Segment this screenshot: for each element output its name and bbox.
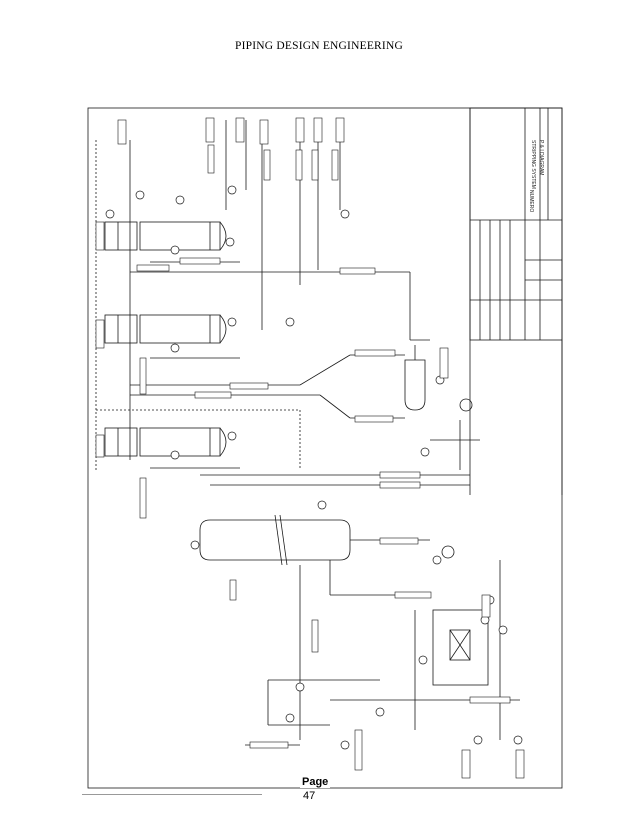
reboiler-box [432,609,489,686]
pump-2 [441,545,455,559]
page-label: Page [300,776,331,788]
page-header-title: PIPING DESIGN ENGINEERING [235,40,403,52]
exchanger-3 [104,427,227,457]
reflux-drum [404,345,426,411]
exchanger-1 [104,221,227,251]
stripper-column [199,514,351,566]
pump-1 [459,398,473,412]
drawing-number-label: NUMERO [528,190,534,212]
page-number: 47 [303,790,316,802]
drawing-frame [87,107,563,789]
exchanger-2 [104,314,227,344]
footer-rule [82,794,262,795]
drawing-title: P & I DIAGRAM [538,140,544,175]
system-name: STRIPPING SYSTEM [530,140,536,189]
